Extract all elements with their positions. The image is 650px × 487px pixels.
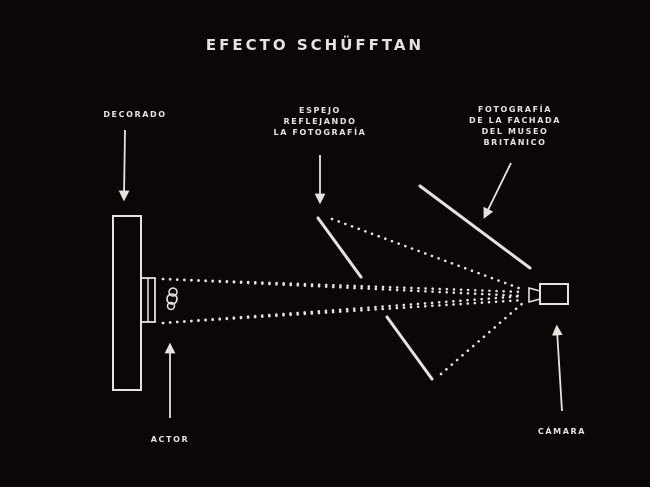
arrow-camara-icon [551, 324, 563, 412]
sight-lines [161, 217, 526, 376]
label-decorado: DECORADO [103, 110, 167, 119]
diagram-title: EFECTO SCHÜFFTAN [205, 36, 425, 54]
museum-photo [418, 184, 532, 270]
arrow-decorado-icon [118, 129, 130, 202]
label-fotografia-museo: FOTOGRAFÍA DE LA FACHADA DEL MUSEO BRITÁ… [468, 105, 562, 147]
actor-figure-icon [166, 287, 178, 311]
mirror [316, 216, 434, 381]
label-actor: ACTOR [150, 435, 190, 444]
actor-platform [140, 277, 156, 323]
label-espejo: ESPEJO REFLEJANDO LA FOTOGRAFÍA [273, 106, 367, 137]
label-camara: CÁMARA [537, 427, 587, 436]
camera-icon [528, 283, 569, 305]
arrow-fotografia-icon [483, 162, 512, 219]
set-backdrop [112, 215, 142, 391]
